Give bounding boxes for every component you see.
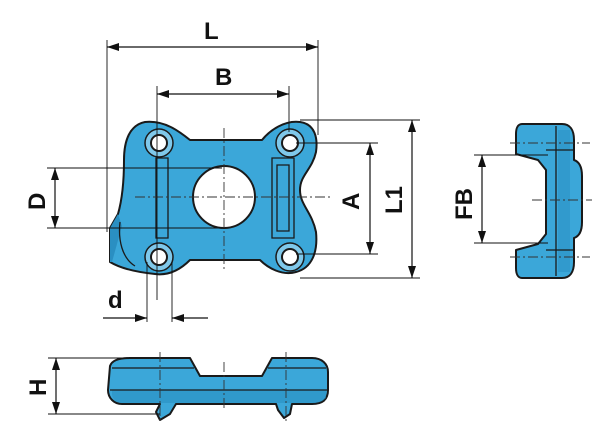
bolt-hole-bottom-right [275, 242, 305, 272]
label-L1: L1 [381, 186, 408, 214]
flange-body-end [515, 123, 583, 279]
dimension-H: H [25, 357, 160, 415]
dimension-L: L [106, 18, 319, 232]
dimension-D: D [24, 167, 222, 229]
right-rib [271, 157, 295, 239]
label-B: B [215, 64, 232, 91]
label-FB: FB [451, 188, 478, 220]
flange-chamfer-line [118, 221, 136, 267]
dimension-L1: L1 [300, 119, 420, 279]
end-view [510, 123, 592, 279]
dimension-A: A [296, 142, 378, 255]
end-view-shade [558, 130, 570, 272]
flange-body-elevation [107, 357, 329, 421]
dimension-FB: FB [451, 154, 548, 244]
elevation-shade [112, 390, 326, 403]
plan-view [109, 120, 330, 276]
bolt-hole-bottom-left [144, 242, 174, 272]
right-rib-inner [276, 164, 290, 232]
dimension-d: d [103, 262, 208, 322]
label-H: H [25, 379, 52, 396]
bolt-hole-top-left [144, 128, 174, 158]
label-D: D [24, 193, 51, 210]
left-slot-pocket [155, 157, 169, 239]
label-L: L [204, 18, 219, 45]
label-A: A [338, 193, 365, 210]
dimension-B: B [156, 64, 290, 300]
elevation-view [107, 352, 329, 422]
label-d: d [108, 287, 123, 314]
